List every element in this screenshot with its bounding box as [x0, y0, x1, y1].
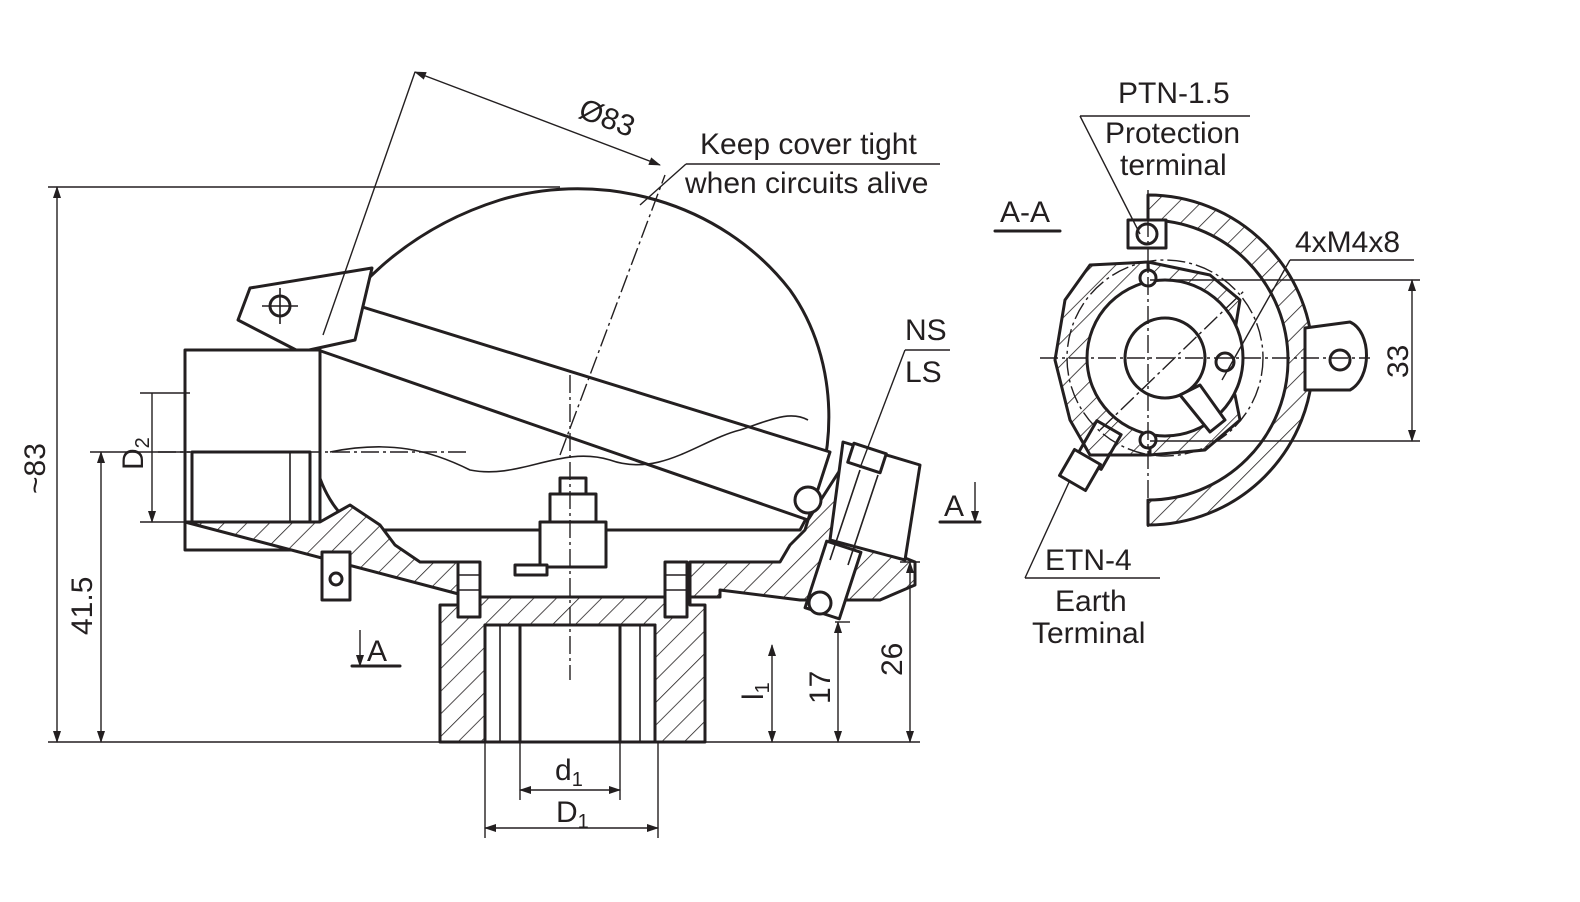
break-line: [329, 415, 809, 473]
dim-33-label: 33: [1382, 345, 1415, 378]
earth-line2: Terminal: [1032, 617, 1145, 650]
terminal-block: [538, 520, 608, 569]
base-section: [183, 468, 917, 744]
section-arrow-label-bottom: A: [367, 635, 387, 668]
section-a-a: [993, 115, 1420, 579]
note-line1: Keep cover tight: [700, 128, 917, 161]
ns-label: NS: [905, 314, 947, 347]
l1-label: l1: [737, 682, 774, 700]
dim-17-label: 17: [804, 671, 837, 704]
screws-label: 4xM4x8: [1295, 226, 1400, 259]
ptn-label: PTN-1.5: [1118, 77, 1230, 110]
section-arrow-label-top: A: [944, 490, 964, 523]
locking-screw: [793, 440, 922, 621]
protection-line1: Protection: [1105, 117, 1240, 150]
d1-small-label: d1: [555, 754, 583, 791]
cable-entry: [183, 348, 322, 552]
d2-label: D2: [117, 437, 154, 470]
section-title: A-A: [1000, 196, 1050, 229]
side-view: [48, 71, 982, 838]
height-mid-label: 41.5: [66, 577, 99, 635]
earth-line1: Earth: [1055, 585, 1127, 618]
hinge-ear: [236, 266, 374, 354]
d1-big-label: D1: [556, 796, 589, 833]
etn-label: ETN-4: [1045, 544, 1132, 577]
ls-label: LS: [905, 356, 942, 389]
protection-line2: terminal: [1120, 149, 1227, 182]
note-line2: when circuits alive: [684, 167, 928, 200]
height-total-label: ~83: [19, 443, 52, 494]
dim-26-label: 26: [876, 643, 909, 676]
